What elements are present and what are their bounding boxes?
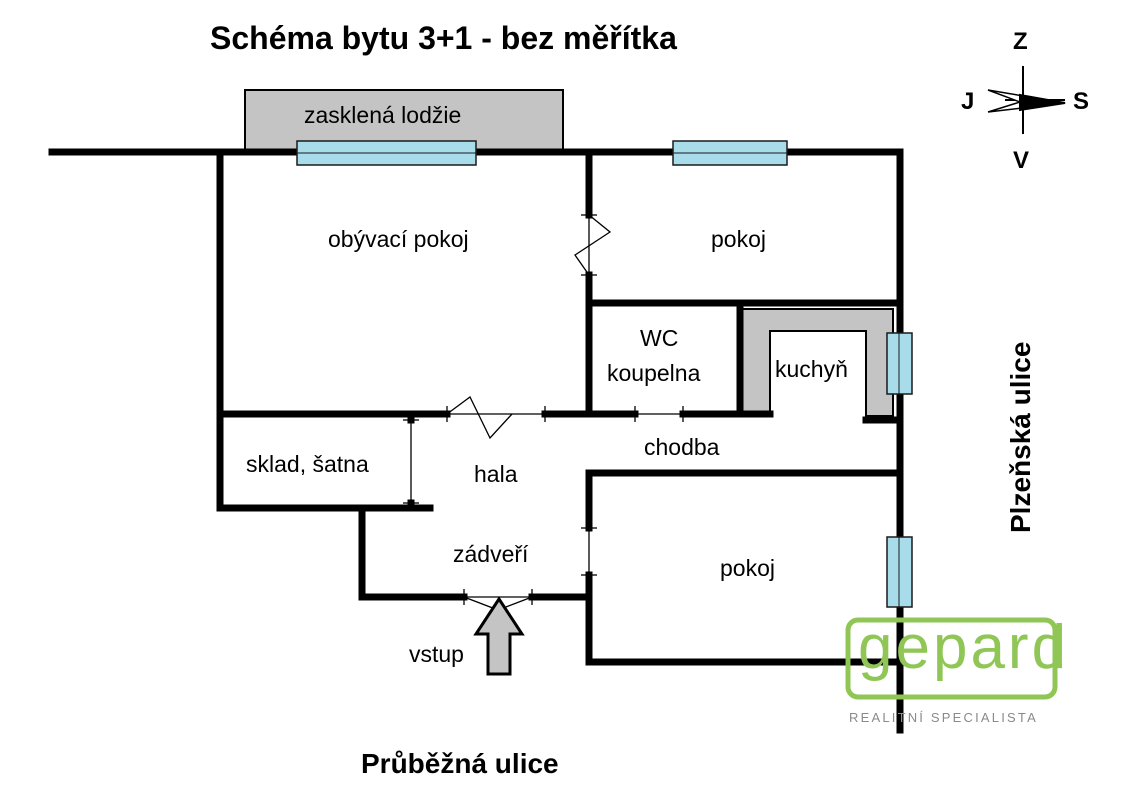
walls [48, 148, 904, 734]
living-room-label: obývací pokoj [328, 226, 469, 252]
street-bottom-label: Průběžná ulice [361, 748, 559, 779]
logo-frame [845, 617, 1058, 700]
compass-north-label: Z [1013, 28, 1028, 55]
bathroom-label: koupelna [607, 360, 701, 386]
loggia-label: zasklená lodžie [304, 102, 462, 128]
vestibule-label: zádveří [453, 541, 529, 567]
room-north-label: pokoj [711, 226, 766, 252]
logo-tagline: REALITNÍ SPECIALISTA [849, 710, 1038, 725]
compass-east-label: S [1073, 88, 1090, 115]
entrance-label: vstup [409, 641, 464, 667]
kitchen-label: kuchyň [775, 356, 848, 382]
street-right-label: Plzeňská ulice [1005, 341, 1036, 533]
compass-west-label: J [961, 88, 975, 115]
corridor-label: chodba [644, 434, 720, 460]
hall-label: hala [474, 461, 518, 487]
entrance-arrow [473, 596, 525, 676]
wc-label: WC [640, 325, 679, 351]
compass-south-label: V [1013, 147, 1030, 174]
storage-label: sklad, šatna [246, 451, 369, 477]
logo-wordmark: gepard [858, 613, 1070, 682]
compass-rose [987, 66, 1066, 134]
page-title: Schéma bytu 3+1 - bez měřítka [210, 20, 677, 56]
doors [403, 214, 684, 611]
room-south-label: pokoj [720, 555, 775, 581]
